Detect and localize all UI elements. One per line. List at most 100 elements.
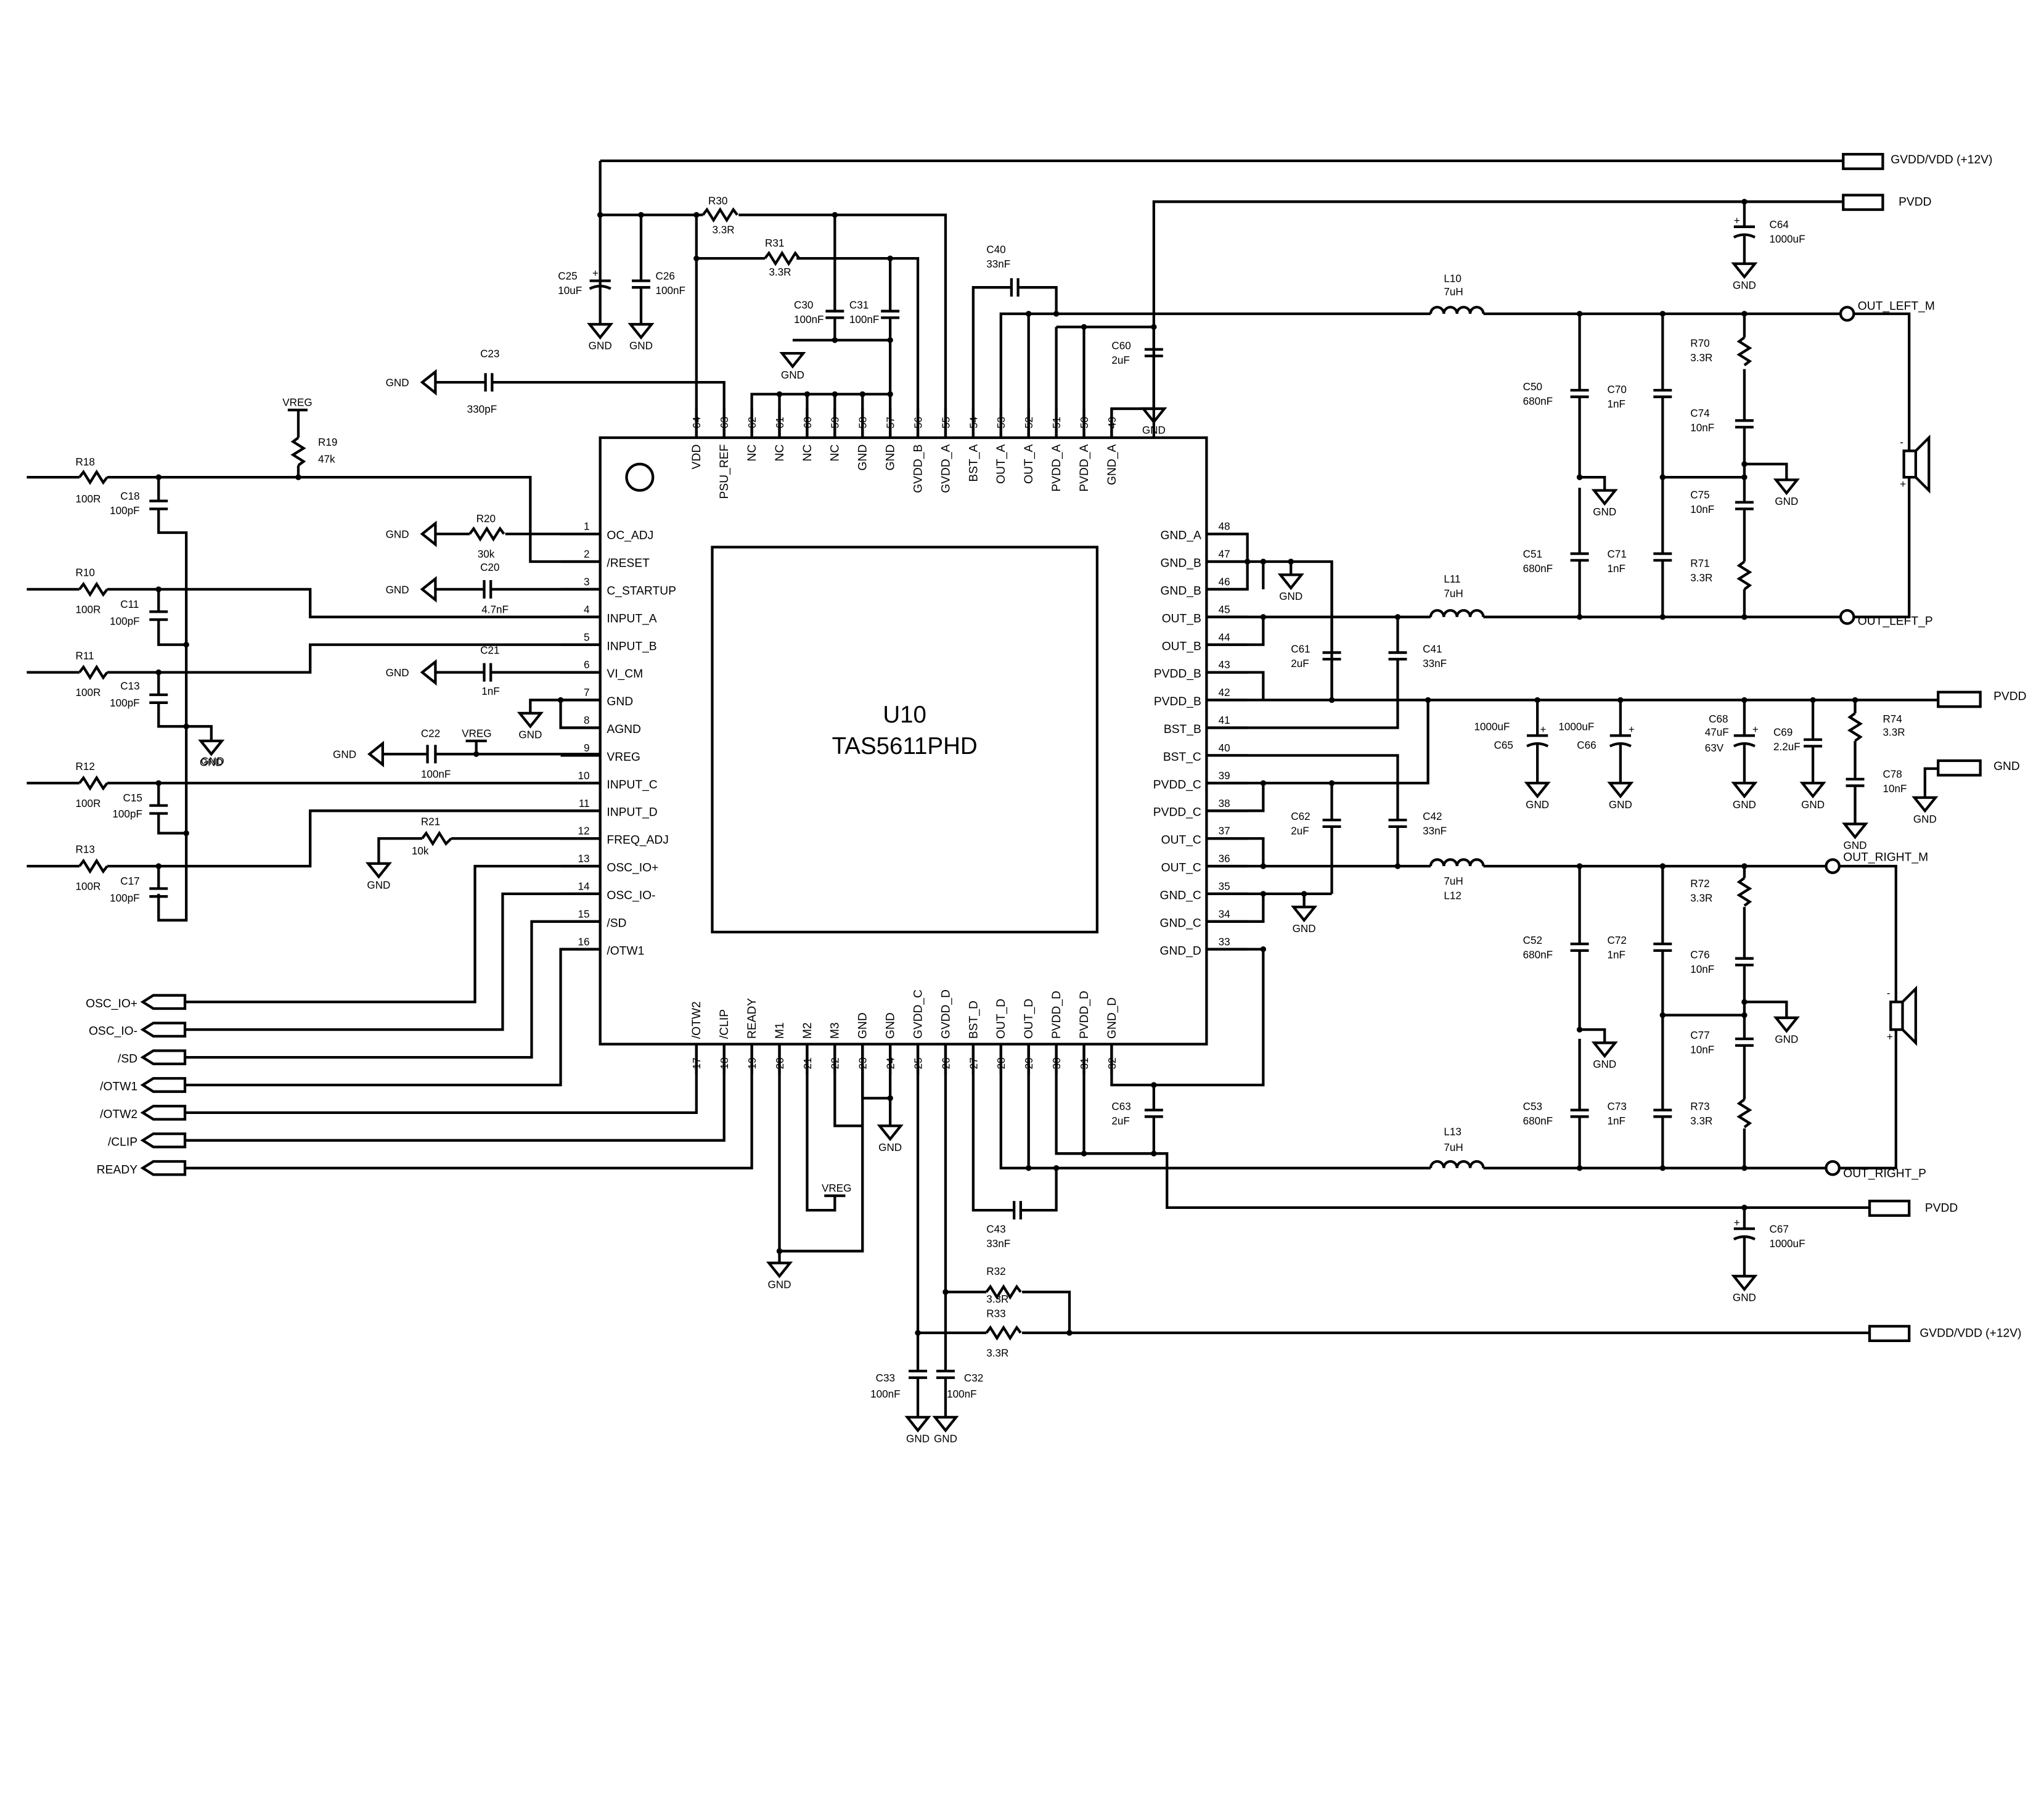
c62-symbol (1322, 819, 1341, 828)
r32-symbol (985, 1284, 1022, 1300)
c22-symbol (426, 745, 437, 764)
svg-text:680nF: 680nF (1523, 563, 1553, 575)
out-left-p-port (1839, 608, 1855, 625)
c33-symbol (909, 1369, 928, 1379)
gnd-symbol: GND (1841, 822, 1869, 851)
pin-label: GND (857, 444, 870, 471)
gnd-symbol: GND (365, 862, 392, 891)
gnd-label: GND (1733, 279, 1756, 291)
svg-text:100nF: 100nF (794, 314, 824, 326)
pin-label: FREQ_ADJ (607, 834, 668, 847)
svg-text:3.3R: 3.3R (1690, 893, 1712, 904)
svg-text:C63: C63 (1111, 1101, 1130, 1113)
svg-text:PVDD: PVDD (1925, 1202, 1958, 1214)
pin-label: PVDD_C (1153, 779, 1201, 792)
c68-symbol (1733, 734, 1756, 748)
svg-text:C75: C75 (1690, 489, 1709, 501)
pin-number: 33 (1219, 936, 1230, 948)
r74-symbol (1847, 712, 1863, 742)
port-oscio: OSC_IO- (89, 1022, 187, 1038)
gnd-symbol: GND (932, 1415, 959, 1445)
gnd-symbol: GND (386, 369, 437, 396)
svg-text:3.3R: 3.3R (1883, 726, 1905, 738)
c53-symbol (1570, 1108, 1589, 1118)
svg-text:OUT_RIGHT_M: OUT_RIGHT_M (1843, 851, 1928, 864)
svg-text:R70: R70 (1690, 337, 1709, 349)
gnd-symbol: GND (1591, 489, 1618, 518)
c67-symbol (1733, 1227, 1756, 1241)
gnd-label: GND (367, 879, 390, 891)
out-right-m-port (1825, 858, 1841, 874)
gnd-symbol: GND (517, 711, 544, 741)
svg-text:680nF: 680nF (1523, 396, 1553, 407)
svg-text:VREG: VREG (282, 397, 312, 409)
gnd-label: GND (768, 1279, 791, 1290)
pin-number: 4 (584, 604, 590, 615)
pin-label: GND (607, 695, 633, 708)
svg-text:4.7nF: 4.7nF (481, 604, 509, 615)
c60-symbol (1144, 348, 1163, 358)
svg-text:R21: R21 (421, 816, 440, 828)
pin-label: GVDD_A (939, 444, 952, 493)
gnd-symbol: GND (386, 520, 437, 547)
pin-number: 7 (584, 687, 590, 698)
pin-label: INPUT_C (607, 779, 657, 792)
pin-number: 8 (584, 715, 590, 726)
c32-symbol (936, 1369, 955, 1379)
pin-number: 3 (584, 576, 590, 588)
svg-text:+: + (1734, 1217, 1740, 1229)
pin-label: PVDD_A (1050, 444, 1063, 492)
pin-label: OUT_A (1023, 444, 1036, 484)
l12-symbol (1429, 858, 1485, 867)
gnd-symbol: GND (333, 740, 384, 768)
gnd-symbol: GND (1140, 407, 1167, 436)
pin-label: INPUT_A (607, 612, 656, 625)
gnd-label: GND (906, 1433, 930, 1445)
svg-text:C50: C50 (1523, 381, 1542, 393)
c25-symbol (589, 279, 611, 290)
svg-text:PVDD: PVDD (1899, 196, 1931, 209)
svg-text:680nF: 680nF (1523, 1115, 1553, 1127)
pin-label: /SD (607, 917, 626, 930)
r70-symbol (1736, 336, 1752, 367)
pin-number: 38 (1219, 798, 1230, 809)
svg-text:C11: C11 (120, 599, 139, 610)
pin-label: BST_C (1163, 751, 1201, 764)
pin-18: 18/CLIP (718, 1009, 731, 1075)
pin-label: NC (829, 444, 842, 462)
speaker-right (1889, 1001, 1904, 1031)
svg-text:1nF: 1nF (1607, 398, 1625, 410)
pin-label: OSC_IO+ (607, 862, 658, 875)
pin-3: 3C_STARTUP (560, 576, 676, 597)
svg-text:L12: L12 (1444, 890, 1461, 901)
pin-label: PVDD_B (1154, 668, 1201, 681)
r72-symbol (1736, 877, 1752, 907)
pin-label: GND_C (1159, 917, 1201, 930)
svg-text:100pF: 100pF (110, 616, 139, 628)
port-label: OSC_IO+ (86, 997, 137, 1010)
l10-symbol (1429, 306, 1485, 314)
svg-text:R10: R10 (76, 567, 95, 579)
port-label: /OTW1 (100, 1081, 137, 1094)
pin-number: 48 (1219, 521, 1230, 533)
pin-label: GVDD_B (912, 444, 925, 493)
svg-text:R32: R32 (986, 1266, 1005, 1277)
svg-text:C25: C25 (558, 270, 577, 282)
port-ready: READY (97, 1160, 187, 1176)
pin-label: READY (746, 998, 759, 1039)
svg-text:C62: C62 (1291, 811, 1310, 822)
top-section: GVDD/VDD (+12V) R30 3.3R R31 3.3R + C25 … (435, 153, 1992, 438)
svg-text:10nF: 10nF (1690, 422, 1714, 433)
svg-text:R12: R12 (76, 761, 95, 772)
gnd-label: GND (629, 340, 653, 352)
svg-text:C13: C13 (120, 680, 139, 692)
svg-text:100pF: 100pF (110, 697, 139, 709)
svg-text:10nF: 10nF (1690, 964, 1714, 975)
svg-text:OUT_RIGHT_P: OUT_RIGHT_P (1843, 1168, 1926, 1181)
pin-label: GND_D (1106, 997, 1119, 1039)
svg-text:3.3R: 3.3R (1690, 572, 1712, 584)
